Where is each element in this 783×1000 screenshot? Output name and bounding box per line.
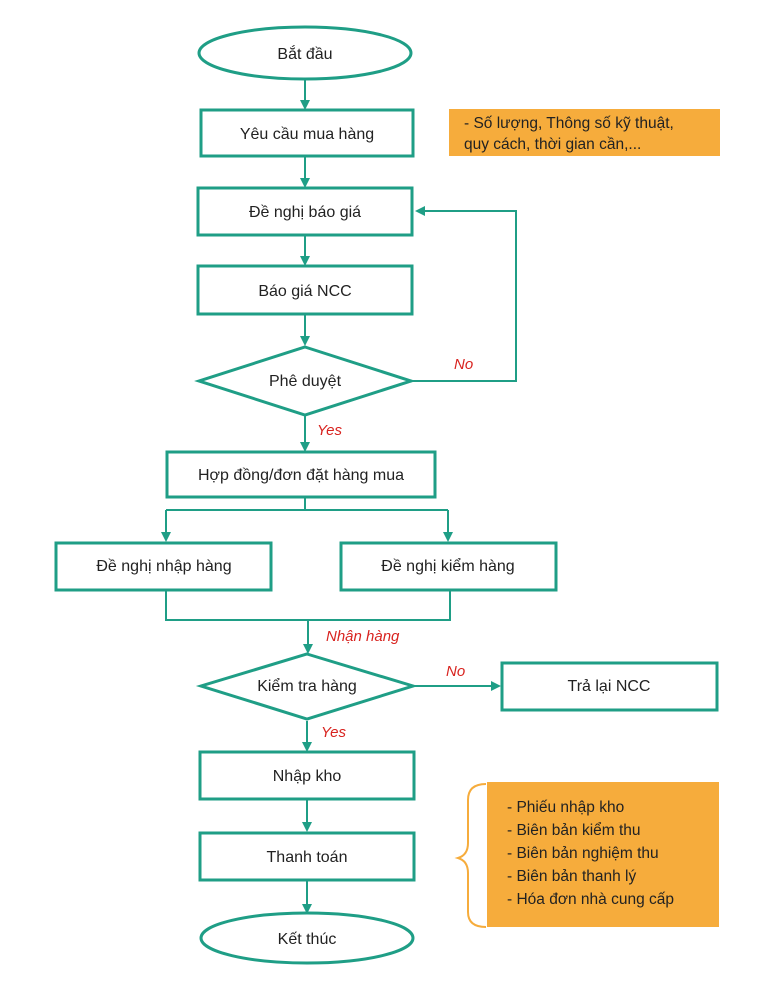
connectors <box>161 79 517 914</box>
goods-check-label: Kiểm tra hàng <box>257 677 357 695</box>
node-start: Bắt đầu <box>197 25 413 81</box>
purchase-request-label: Yêu cầu mua hàng <box>240 126 374 143</box>
request-details-line-1: - Số lượng, Thông số kỹ thuật, <box>464 115 674 132</box>
goods-check-diamond <box>195 652 419 721</box>
purchase-order-box <box>165 450 437 499</box>
documents-box <box>487 782 719 927</box>
documents-line-4: - Biên bản thanh lý <box>507 868 637 885</box>
inspection-request-box <box>339 541 558 592</box>
node-receipt-request: Đề nghị nhập hàng <box>54 541 273 592</box>
node-approval: Phê duyệt <box>194 345 416 417</box>
node-supplier-quote: Báo giá NCC <box>196 264 414 316</box>
end-terminator <box>199 911 415 965</box>
warehouse-entry-box <box>198 750 416 801</box>
approval-yes-label: Yes <box>317 422 343 439</box>
supplier-quote-label: Báo giá NCC <box>258 283 351 300</box>
inspection-request-label: Đề nghị kiểm hàng <box>381 557 514 575</box>
end-label: Kết thúc <box>278 931 337 948</box>
documents-line-5: - Hóa đơn nhà cung cấp <box>507 891 674 908</box>
purchase-order-label: Hợp đồng/đơn đặt hàng mua <box>198 467 404 484</box>
approval-no-label: No <box>454 356 473 373</box>
request-details-box <box>449 109 720 156</box>
node-quote-request: Đề nghị báo giá <box>196 186 414 237</box>
receipt-request-box <box>54 541 273 592</box>
supplier-quote-box <box>196 264 414 316</box>
payment-label: Thanh toán <box>267 849 348 866</box>
approval-diamond <box>194 345 416 417</box>
note-documents: - Phiếu nhập kho - Biên bản kiểm thu - B… <box>454 782 719 928</box>
receive-goods-label: Nhận hàng <box>326 628 400 645</box>
documents-brace <box>454 783 487 928</box>
node-purchase-order: Hợp đồng/đơn đặt hàng mua <box>165 450 437 499</box>
node-goods-check: Kiểm tra hàng <box>195 652 419 721</box>
documents-line-3: - Biên bản nghiệm thu <box>507 845 659 862</box>
check-yes-label: Yes <box>321 724 347 741</box>
request-details-line-2: quy cách, thời gian cần,... <box>464 136 641 153</box>
note-request-details: - Số lượng, Thông số kỹ thuật, quy cách,… <box>449 109 720 156</box>
node-warehouse-entry: Nhập kho <box>198 750 416 801</box>
return-supplier-label: Trả lại NCC <box>568 678 651 695</box>
start-label: Bắt đầu <box>277 44 332 63</box>
quote-request-label: Đề nghị báo giá <box>249 204 361 221</box>
approval-label: Phê duyệt <box>269 373 342 390</box>
edge-approval-no-loop <box>410 206 517 382</box>
payment-box <box>198 831 416 882</box>
node-payment: Thanh toán <box>198 831 416 882</box>
purchase-request-box <box>199 108 415 158</box>
start-terminator <box>197 25 413 81</box>
return-supplier-box <box>500 661 719 712</box>
receipt-request-label: Đề nghị nhập hàng <box>96 558 231 575</box>
documents-line-2: - Biên bản kiểm thu <box>507 822 641 839</box>
check-no-label: No <box>446 663 465 680</box>
warehouse-entry-label: Nhập kho <box>273 768 342 785</box>
node-end: Kết thúc <box>199 911 415 965</box>
documents-line-1: - Phiếu nhập kho <box>507 799 624 816</box>
node-inspection-request: Đề nghị kiểm hàng <box>339 541 558 592</box>
node-purchase-request: Yêu cầu mua hàng <box>199 108 415 158</box>
edge-merge <box>165 591 451 621</box>
quote-request-box <box>196 186 414 237</box>
node-return-supplier: Trả lại NCC <box>500 661 719 712</box>
